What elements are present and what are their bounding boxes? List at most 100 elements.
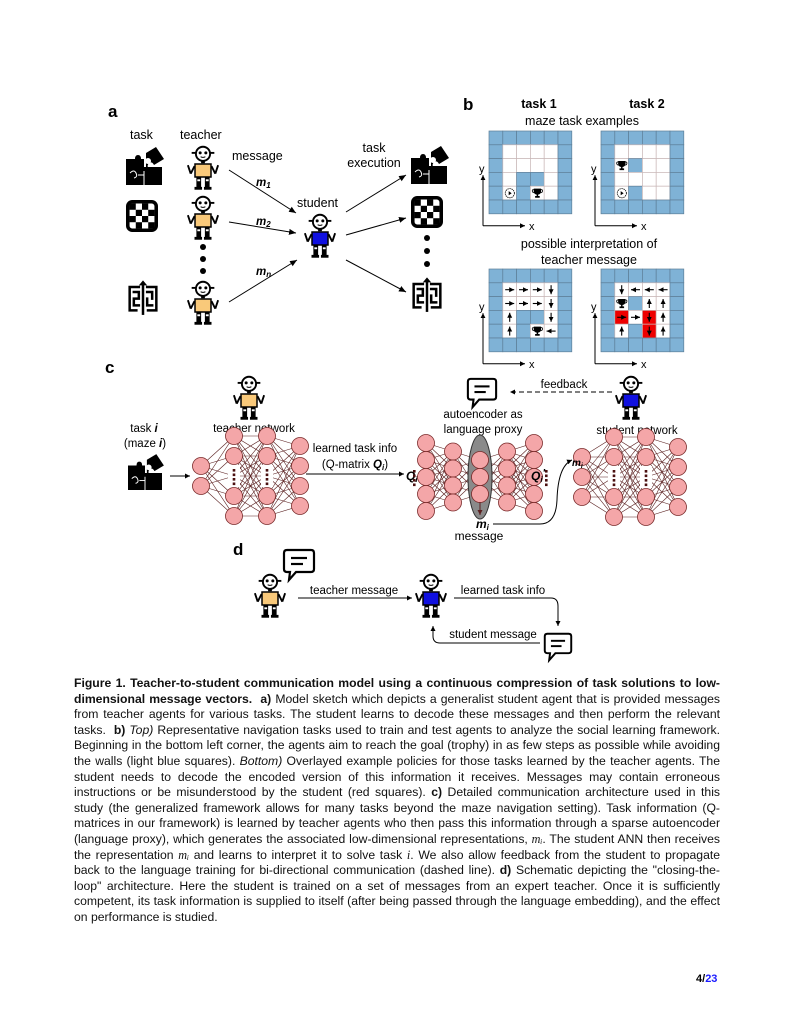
caption-d-text: Schematic depicting the "closing-the-loo… (74, 863, 720, 924)
network-node (605, 448, 623, 466)
wall-cell (614, 268, 629, 284)
network-node (444, 442, 462, 461)
network-node (525, 434, 543, 452)
open-cell (516, 158, 531, 173)
q-output-label: Qi′ (531, 468, 546, 484)
wall-cell (600, 282, 616, 297)
panel-b: b task 1 task 2 maze task examples xy xy… (463, 95, 685, 371)
network-node (605, 428, 623, 446)
x-axis-label: x (641, 359, 647, 371)
network-node (291, 457, 309, 475)
wall-cell (600, 130, 616, 146)
interpretation-title-2: teacher message (541, 253, 637, 267)
network-node (444, 493, 462, 512)
y-axis-label: y (591, 163, 597, 175)
network-node (669, 458, 687, 476)
network-node (417, 502, 435, 520)
message-mn: mn (256, 266, 271, 279)
q-matrix-label: (Q-matrix Qi) (322, 459, 388, 472)
wall-cell (655, 268, 671, 284)
wall-cell (488, 268, 504, 284)
wall-cell (502, 337, 517, 353)
network-node (637, 508, 655, 526)
puzzle-icon (125, 146, 165, 186)
wall-cell (669, 296, 685, 311)
network-node (605, 488, 623, 506)
network-node (444, 459, 462, 478)
task-i-label: task i (130, 423, 158, 435)
speech-bubble-icon (466, 377, 498, 409)
open-cell (543, 158, 559, 173)
ellipsis-dot (265, 478, 269, 481)
wall-cell (543, 268, 559, 284)
network-node (525, 451, 543, 469)
network-node (225, 447, 243, 465)
wall-cell (669, 337, 685, 353)
network-node (417, 485, 435, 503)
wall-cell (530, 268, 545, 284)
task2-title: task 2 (629, 97, 664, 111)
open-cell (642, 144, 657, 159)
student-robot-d (414, 573, 448, 619)
page-total-link[interactable]: 23 (705, 973, 718, 985)
student-input-mi: mi (572, 458, 584, 470)
network-node (498, 459, 516, 478)
open-cell (642, 185, 657, 201)
panel-d: d teacher message learned task info stud… (233, 540, 573, 662)
puzzle-icon-output (410, 145, 450, 185)
teacher-column-header: teacher (180, 128, 222, 142)
caption-c-text-3: and learns to interpret it to solve task (193, 847, 403, 862)
wall-cell (557, 185, 573, 201)
wall-cell (669, 144, 685, 159)
caption-mi-2: mᵢ (178, 847, 190, 862)
y-axis-label: y (591, 301, 597, 313)
teacher-robot-d (253, 573, 287, 619)
network-edges (200, 435, 301, 517)
page-separator: / (702, 973, 706, 985)
teacher-network (192, 427, 309, 525)
page-current: 4 (696, 973, 703, 985)
open-cell (543, 144, 559, 159)
ellipsis-dot (265, 482, 269, 486)
figure-caption: Figure 1. Teacher-to-student communicati… (74, 676, 720, 926)
network-node (225, 487, 243, 505)
wall-cell (628, 130, 643, 146)
wall-cell (669, 158, 685, 173)
caption-c-label: c) (431, 785, 443, 800)
open-cell (655, 172, 671, 187)
student-message-label: student message (449, 629, 537, 641)
message-label: message (232, 149, 283, 163)
wall-cell (655, 337, 671, 353)
wall-cell (600, 323, 616, 339)
wall-cell (557, 144, 573, 159)
wall-cell (530, 172, 545, 187)
student-label: student (297, 196, 339, 210)
maze-task2: xy (591, 130, 685, 233)
wall-cell (557, 268, 573, 284)
open-cell (614, 144, 629, 159)
network-node (637, 428, 655, 446)
wall-cell (628, 268, 643, 284)
network-node (417, 451, 435, 469)
start-play-icon (504, 188, 515, 199)
panel-a-label: a (108, 102, 118, 121)
open-cell (502, 158, 517, 173)
teacher-robot-2 (186, 195, 220, 241)
network-node (669, 498, 687, 516)
network-node (192, 457, 210, 475)
caption-b-top: Top) (129, 722, 154, 737)
teacher-network-label: teacher network (213, 423, 295, 435)
policy-task1: xy (479, 268, 573, 371)
interpretation-title-1: possible interpretation of (521, 237, 658, 251)
wall-cell (488, 172, 504, 187)
wall-cell (600, 144, 616, 159)
open-cell (543, 172, 559, 187)
wall-cell (642, 199, 657, 215)
open-cell (516, 144, 531, 159)
wall-cell (628, 199, 643, 215)
autoencoder-label-2: language proxy (444, 424, 523, 436)
wall-cell (642, 268, 657, 284)
wall-cell (600, 185, 616, 201)
network-node (669, 478, 687, 496)
wall-cell (516, 310, 531, 325)
